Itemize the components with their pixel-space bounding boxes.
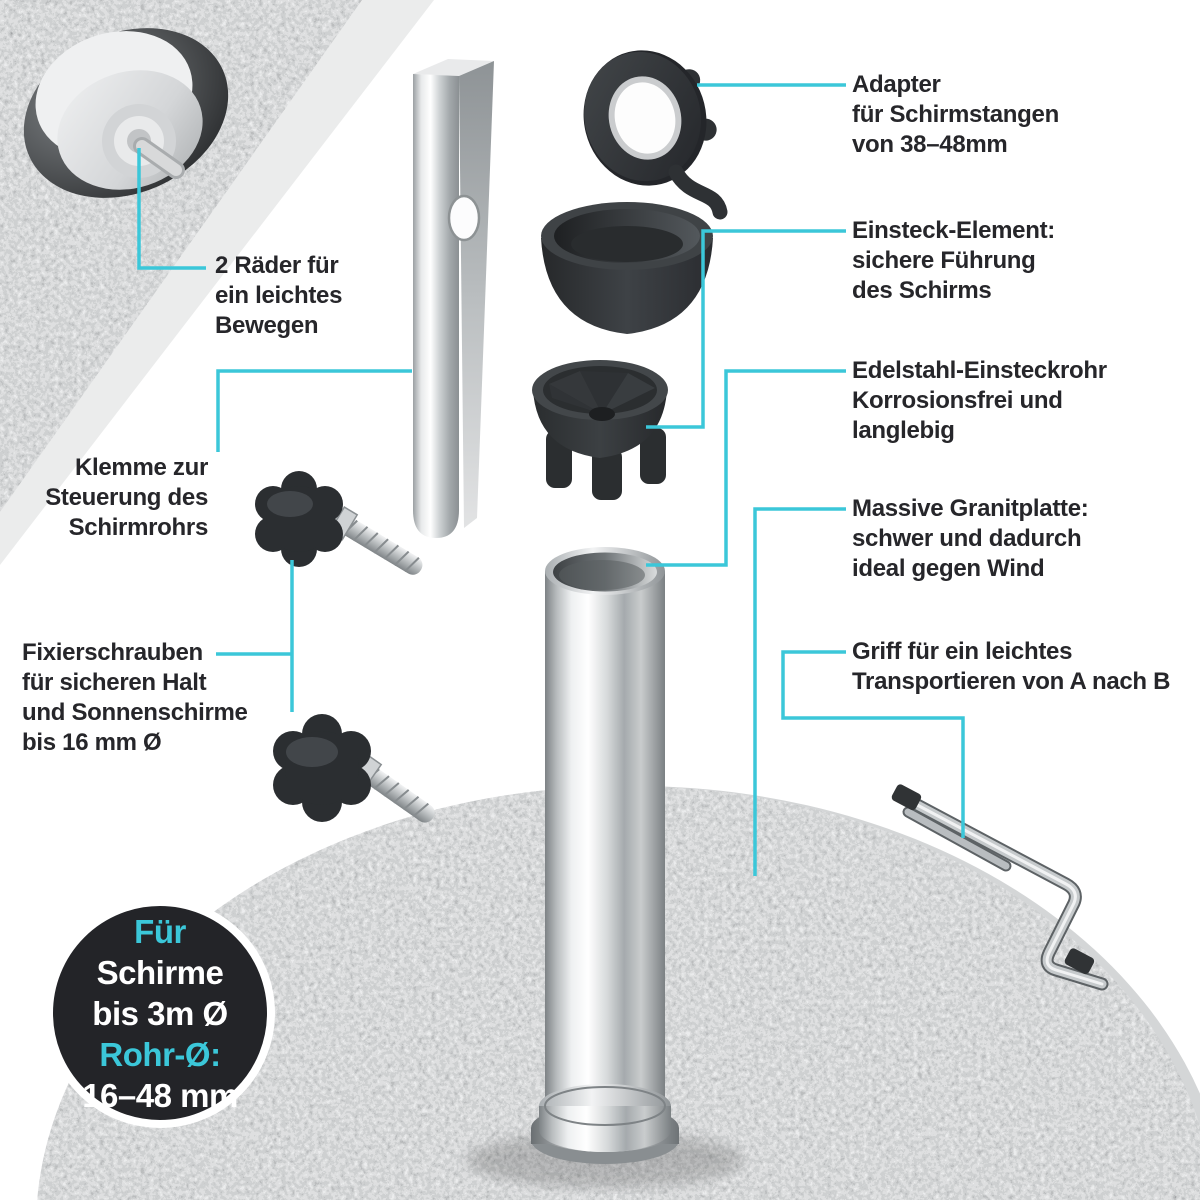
- callout-line-handle: [781, 650, 965, 838]
- callout-lines: [137, 83, 965, 876]
- badge-line: Für: [134, 912, 186, 950]
- badge-line: Rohr-Ø:: [99, 1035, 221, 1073]
- spec-badge: Für Schirme bis 3m Ø Rohr-Ø: 16–48 mm: [45, 898, 275, 1128]
- transport-handle: [891, 784, 1109, 991]
- wheel: [23, 28, 229, 198]
- insert-cup: [541, 202, 713, 334]
- callout-label-clamp: Klemme zur Steuerung des Schirmrohrs: [45, 454, 208, 541]
- clamp-knob: [255, 471, 423, 575]
- badge-line: 16–48 mm: [82, 1076, 238, 1114]
- flat-bar: [413, 59, 494, 538]
- callout-line-wheels: [137, 148, 206, 270]
- steel-tube: [467, 547, 743, 1188]
- adapter-cap: [583, 50, 728, 220]
- callout-label-plate: Massive Granitplatte: schwer und dadurch…: [852, 495, 1089, 582]
- callout-label-tube: Edelstahl-Einsteckrohr Korrosionsfrei un…: [852, 357, 1107, 444]
- callout-label-insert: Einsteck-Element: sichere Führung des Sc…: [852, 217, 1055, 304]
- callout-label-screws: Fixierschrauben für sicheren Halt und So…: [22, 639, 248, 756]
- callout-line-tube: [646, 369, 846, 567]
- callout-line-clamp: [216, 369, 412, 452]
- callout-label-adapter: Adapter für Schirmstangen von 38–48mm: [852, 71, 1059, 158]
- callout-label-wheels: 2 Räder für ein leichtes Bewegen: [215, 252, 343, 339]
- insert-element: [532, 360, 668, 500]
- granite-corner: [0, 0, 434, 565]
- badge-line: bis 3m Ø: [92, 994, 228, 1032]
- fixing-screw-knob: [273, 714, 435, 823]
- callout-line-insert: [646, 229, 846, 429]
- callout-line-plate: [753, 507, 846, 876]
- badge-line: Schirme: [96, 953, 224, 991]
- callout-line-screws: [216, 560, 294, 712]
- callout-label-handle: Griff für ein leichtes Transportieren vo…: [852, 638, 1171, 695]
